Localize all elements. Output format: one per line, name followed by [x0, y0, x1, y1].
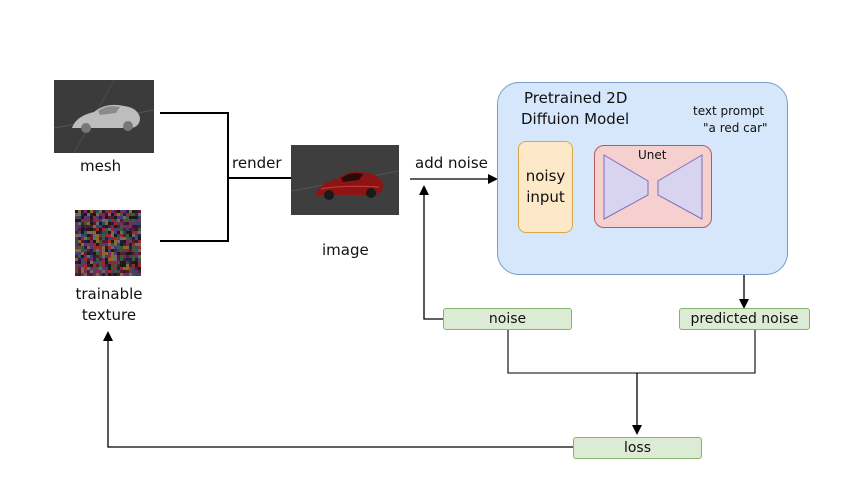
- red-car-graphic: [291, 170, 399, 200]
- text-prompt-label: text prompt: [693, 104, 765, 118]
- noise-merge-connector: [507, 330, 756, 374]
- predicted-noise-node: predicted noise: [679, 308, 810, 330]
- model-title-line1: Pretrained 2D: [524, 89, 628, 107]
- unet-shape-graphic: [603, 154, 703, 220]
- noise-node: noise: [443, 308, 572, 330]
- rendered-image: [291, 145, 399, 215]
- mesh-car-graphic: [54, 80, 154, 153]
- unet-decoder-shape: [657, 154, 703, 220]
- noisy-input-label-line1: noisy: [525, 167, 566, 185]
- texture-image: [75, 210, 141, 276]
- texture-label: trainable texture: [75, 285, 143, 324]
- render-label: render: [232, 154, 282, 172]
- text-prompt-value: "a red car": [703, 121, 768, 135]
- unet-label: Unet: [638, 148, 667, 162]
- model-title-line2: Diffuion Model: [521, 110, 630, 128]
- mesh-image: [54, 80, 154, 153]
- noisy-input-box: [518, 141, 573, 233]
- add-noise-label: add noise: [415, 154, 488, 172]
- loss-to-texture-arrow: [103, 331, 573, 448]
- unet-encoder-shape: [603, 154, 649, 220]
- noisy-input-label-line2: input: [526, 188, 565, 206]
- mesh-to-render-connector: [160, 112, 229, 242]
- loss-node: loss: [573, 437, 702, 459]
- image-label: image: [322, 241, 369, 259]
- mesh-label: mesh: [80, 157, 122, 175]
- noise-texture-graphic: [75, 210, 141, 276]
- noise-to-add-noise-arrow: [419, 185, 443, 320]
